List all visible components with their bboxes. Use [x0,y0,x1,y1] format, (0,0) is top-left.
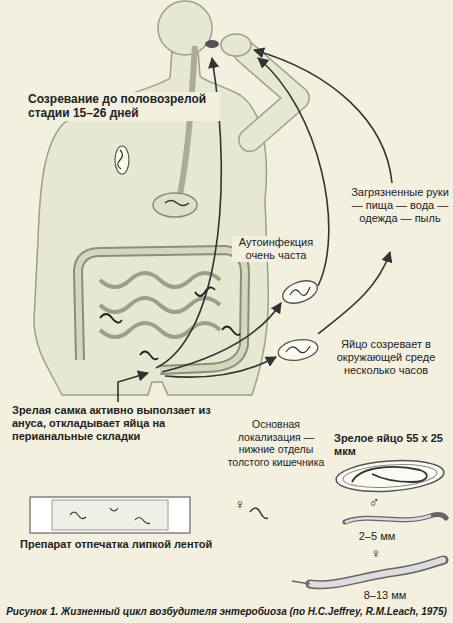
location-note: Основная локализация — нижние отделы тол… [222,418,330,468]
female-worm-outline [310,560,444,585]
glass-slide [30,497,190,533]
maturation-note: Созревание до половозрелой стадии 15–26 … [28,92,220,121]
female-worm [311,560,443,585]
larva [290,287,310,295]
larva [286,346,310,353]
worm-in-stomach [165,201,189,206]
egg-maturing [277,337,320,364]
male-length: 2–5 мм [352,530,402,543]
female-sign: ♀ [368,545,384,562]
slide-label: Препарат отпечатка липкой лентой [20,538,220,551]
egg-at-mouth [205,40,219,48]
hand [221,34,251,56]
arrow-to-egg [162,303,281,372]
egg-size-label: Зрелое яйцо 55 х 25 мкм [334,432,450,458]
female-migration-note: Зрелая самка активно выползает из ануса,… [12,404,217,444]
egg-autoinfection [280,276,321,307]
sticky-tape [52,500,168,530]
figure-caption: Рисунок 1. Жизненный цикл возбудителя эн… [3,606,450,617]
head [158,1,212,55]
male-sign: ♂ [366,494,382,511]
stomach [153,193,197,217]
male-worm-outline [345,515,446,522]
contamination-note: Загрязненные руки — пища — вода — одежда… [350,186,450,226]
egg-maturation-note: Яйцо созревает в окружающей среде нескол… [322,338,450,378]
worms-in-intestine [100,287,240,359]
leader-arrow [118,373,148,402]
larva [352,467,427,482]
female-sign: ♀ [232,496,248,513]
arrow-to-egg [165,357,276,377]
mature-egg [335,457,445,494]
autoinfection-note: Аутоинфекция очень часта [232,236,320,262]
worm-sketch [250,508,268,518]
egg-membrane [342,462,437,491]
arrow-to-hand [254,50,392,183]
tape-eggs [70,508,150,524]
male-worm [346,516,430,522]
egg-swallowed [115,146,129,174]
larva [118,150,123,169]
female-worm-tail [292,581,310,584]
female-length: 8–13 мм [355,589,415,602]
arrow-to-contamination [318,252,390,334]
